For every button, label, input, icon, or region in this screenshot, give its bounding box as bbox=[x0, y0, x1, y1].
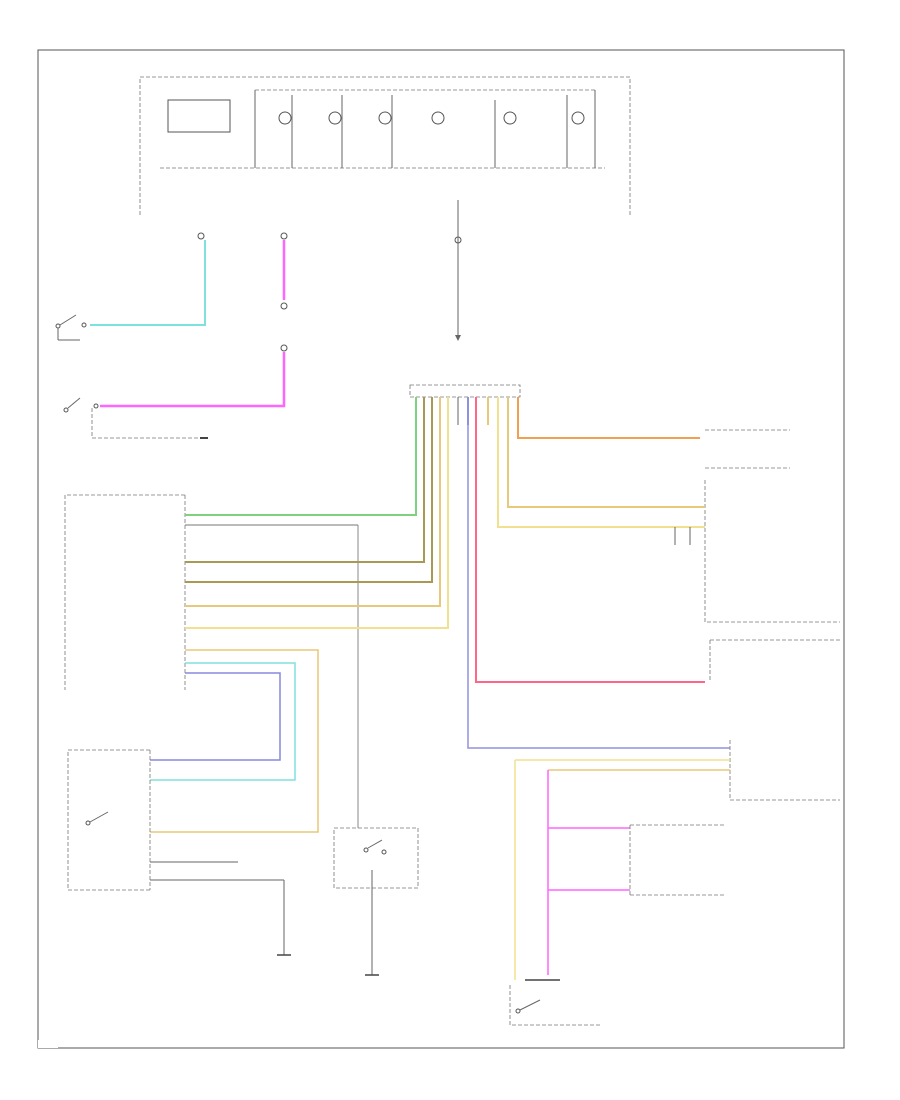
cluster-connectors bbox=[197, 200, 462, 341]
turn-signal-switch bbox=[67, 749, 291, 956]
seat-belt-switch-icon bbox=[519, 999, 541, 1011]
right-side-circuits bbox=[467, 425, 840, 801]
brake-pedal-switch bbox=[333, 827, 419, 976]
cluster-module-box bbox=[167, 99, 231, 133]
diagram-frame bbox=[37, 49, 845, 1049]
connector-icon bbox=[280, 302, 288, 310]
cyan-wire bbox=[90, 240, 206, 326]
blue-wire bbox=[467, 425, 730, 749]
brake-fluid-switch-icon bbox=[63, 397, 208, 439]
indicator-lamps bbox=[278, 95, 585, 168]
seat-belt-circuits bbox=[509, 760, 725, 1026]
orange-wire bbox=[517, 425, 700, 439]
module-wires bbox=[185, 425, 449, 828]
indicator-lamp-icon bbox=[431, 111, 445, 125]
indicator-lamp-icon bbox=[378, 111, 392, 125]
olive-wire bbox=[185, 425, 425, 563]
indicator-lamp-icon bbox=[503, 111, 517, 125]
switch-contact-icon bbox=[89, 811, 109, 823]
switch-contact-icon bbox=[367, 839, 383, 849]
brake-fluid-circuit bbox=[63, 240, 288, 439]
red-wire bbox=[475, 425, 705, 683]
yellow-wire bbox=[185, 425, 449, 629]
indicator-lamp-icon bbox=[571, 111, 585, 125]
green-wire bbox=[185, 425, 417, 516]
connector-icon bbox=[280, 344, 288, 352]
splice-pack bbox=[409, 384, 521, 425]
park-brake-switch-icon bbox=[55, 314, 87, 341]
tan-wire bbox=[185, 425, 441, 607]
indicator-lamp-icon bbox=[328, 111, 342, 125]
instrument-cluster bbox=[139, 76, 631, 215]
park-brake-circuit bbox=[55, 240, 206, 341]
body-control-module bbox=[64, 494, 186, 690]
lower-left-wires bbox=[150, 649, 319, 833]
indicator-lamp-icon bbox=[278, 111, 292, 125]
